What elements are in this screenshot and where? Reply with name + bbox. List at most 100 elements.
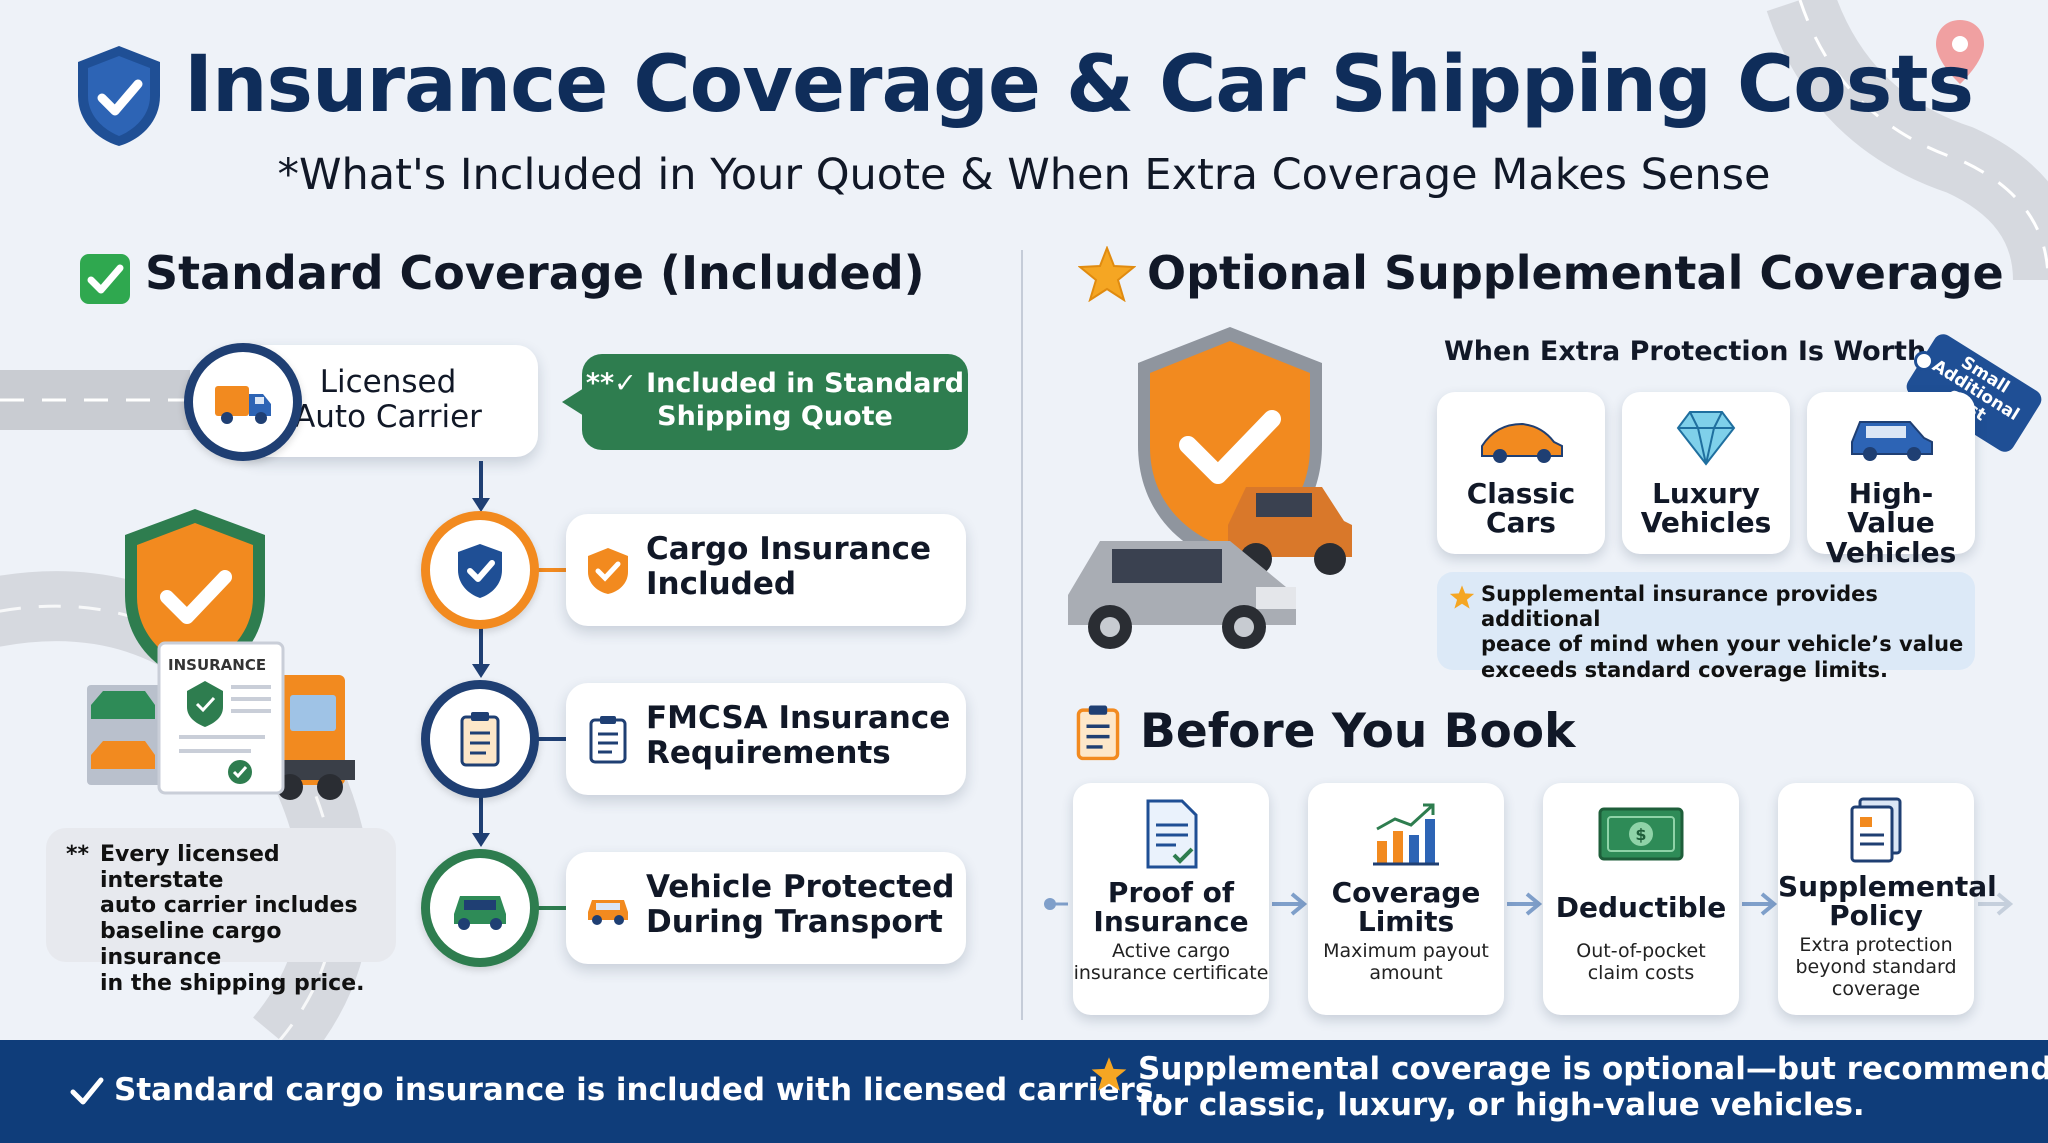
truck-icon <box>215 386 271 424</box>
step-label-line2: Auto Carrier <box>294 398 482 435</box>
footer-right-line1: Supplemental coverage is optional—but re… <box>1138 1051 2048 1087</box>
step-circle-car <box>421 849 539 967</box>
step-desc-line1: Active cargo <box>1111 940 1231 962</box>
step-label-line2: During Transport <box>646 903 943 940</box>
policy-doc-icon <box>1850 797 1902 863</box>
step-supplemental-policy: Supplemental Policy Extra protection bey… <box>1778 783 1997 1015</box>
star-icon <box>1449 585 1475 609</box>
connector-arrow <box>472 664 490 678</box>
tile-luxury-vehicles: Luxury Vehicles <box>1622 392 1790 554</box>
clipboard-icon <box>1076 705 1120 761</box>
footer-right-line2: for classic, luxury, or high-value vehic… <box>1138 1086 1865 1123</box>
footer-bar: Standard cargo insurance is included wit… <box>0 1040 2048 1143</box>
cash-icon: $ <box>1598 807 1684 861</box>
step-desc-line1: Maximum payout <box>1323 940 1489 962</box>
car-icon <box>454 896 506 930</box>
clipboard-icon <box>589 716 627 764</box>
connector-line <box>479 627 483 669</box>
shield-logo-icon <box>78 46 160 146</box>
connector-line <box>479 796 483 838</box>
connector-tick <box>536 906 566 910</box>
step-vehicle-protected-card: Vehicle Protected During Transport <box>566 852 966 964</box>
step-label-line1: Licensed <box>319 364 457 400</box>
step-proof-of-insurance: Proof of Insurance Active cargo insuranc… <box>1073 783 1269 1015</box>
connector-tick <box>536 568 566 572</box>
step-title-line1: Coverage <box>1331 876 1481 909</box>
page-subtitle: *What's Included in Your Quote & When Ex… <box>277 150 1771 200</box>
note-line: auto carrier includes <box>100 893 358 919</box>
tile-line1: High-Value <box>1847 477 1935 540</box>
info-line: peace of mind when your vehicle’s value <box>1481 632 1964 657</box>
luxury-cars-illustration <box>1068 327 1352 649</box>
clipboard-icon <box>460 712 500 767</box>
before-you-book-heading: Before You Book <box>1140 704 1576 759</box>
note-line: baseline cargo insurance <box>100 919 282 970</box>
certificate-icon <box>1146 799 1198 869</box>
step-title-line1: Deductible <box>1555 891 1727 924</box>
step-label-line2: Requirements <box>646 734 891 771</box>
tile-classic-cars: Classic Cars <box>1437 392 1605 554</box>
info-line: Supplemental insurance provides addition… <box>1481 582 1878 632</box>
connector-tick <box>536 737 566 741</box>
step-label-line1: FMCSA Insurance <box>646 700 951 736</box>
info-line: exceeds standard coverage limits. <box>1481 657 1889 682</box>
svg-text:$: $ <box>1635 825 1646 844</box>
step-circle-truck <box>184 343 302 461</box>
step-cargo-insurance-card: Cargo Insurance Included <box>566 514 966 626</box>
included-badge-line2: Shipping Quote <box>657 400 893 432</box>
checkbox-icon <box>80 254 130 304</box>
insurance-truck-illustration <box>87 509 355 800</box>
diamond-icon <box>1676 411 1736 466</box>
step-label-line2: Included <box>646 565 797 602</box>
carrier-note-box: ** Every licensed interstate auto carrie… <box>46 828 396 996</box>
page-title: Insurance Coverage & Car Shipping Costs <box>184 40 1974 130</box>
step-desc-line2: claim costs <box>1587 961 1695 984</box>
tile-high-value-vehicles: High-Value Vehicles <box>1807 392 1975 567</box>
note-prefix: ** <box>66 842 90 867</box>
star-icon <box>1078 246 1136 302</box>
step-label-line1: Vehicle Protected <box>646 869 955 905</box>
badge-pointer <box>562 388 584 416</box>
tile-line1: Luxury <box>1652 477 1760 510</box>
connector-arrow <box>472 833 490 847</box>
tile-line2: Vehicles <box>1640 506 1772 540</box>
tile-line2: Vehicles <box>1825 535 1957 569</box>
optional-coverage-heading: Optional Supplemental Coverage <box>1147 246 2004 300</box>
step-desc-line2: beyond standard <box>1795 955 1957 978</box>
step-desc-line2: amount <box>1369 961 1443 984</box>
tag-hole <box>1914 351 1934 371</box>
shield-check-icon <box>588 548 628 594</box>
step-label-line1: Cargo Insurance <box>646 531 932 567</box>
step-coverage-limits: Coverage Limits Maximum payout amount <box>1308 783 1504 1015</box>
note-line: in the shipping price. <box>100 970 365 996</box>
optional-subheading: When Extra Protection Is Worth It <box>1444 336 1959 367</box>
tile-line1: Classic <box>1466 477 1576 510</box>
classic-car-icon <box>1481 422 1563 463</box>
tile-line2: Cars <box>1486 506 1556 540</box>
step-title-line2: Limits <box>1357 905 1455 939</box>
footer-left-text: Standard cargo insurance is included wit… <box>114 1072 1166 1108</box>
suv-icon <box>1851 421 1933 461</box>
step-desc-line1: Extra protection <box>1799 934 1953 956</box>
check-icon <box>70 1077 104 1105</box>
insurance-document-label: INSURANCE <box>168 656 267 674</box>
step-circle-shield <box>421 511 539 629</box>
included-badge-line1: **✓ Included in Standard <box>585 368 965 399</box>
shield-check-icon <box>458 544 502 598</box>
standard-coverage-heading: Standard Coverage (Included) <box>145 246 925 300</box>
step-desc-line2: insurance certificate <box>1073 961 1269 984</box>
step-title-line2: Policy <box>1829 899 1923 933</box>
included-badge: **✓ Included in Standard Shipping Quote <box>582 354 968 450</box>
car-icon <box>588 900 628 925</box>
connector-line <box>479 461 483 503</box>
connector-arrow <box>472 498 490 512</box>
supplemental-info-box: Supplemental insurance provides addition… <box>1437 572 1975 682</box>
step-circle-clipboard <box>421 680 539 798</box>
step-title-line1: Supplemental <box>1778 870 1997 903</box>
star-icon <box>1091 1057 1127 1091</box>
note-line: Every licensed interstate <box>100 842 280 893</box>
step-title-line1: Proof of <box>1107 876 1235 909</box>
step-desc-line3: coverage <box>1831 977 1921 1000</box>
step-fmcsa-card: FMCSA Insurance Requirements <box>566 683 966 795</box>
step-title-line2: Insurance <box>1093 905 1249 939</box>
